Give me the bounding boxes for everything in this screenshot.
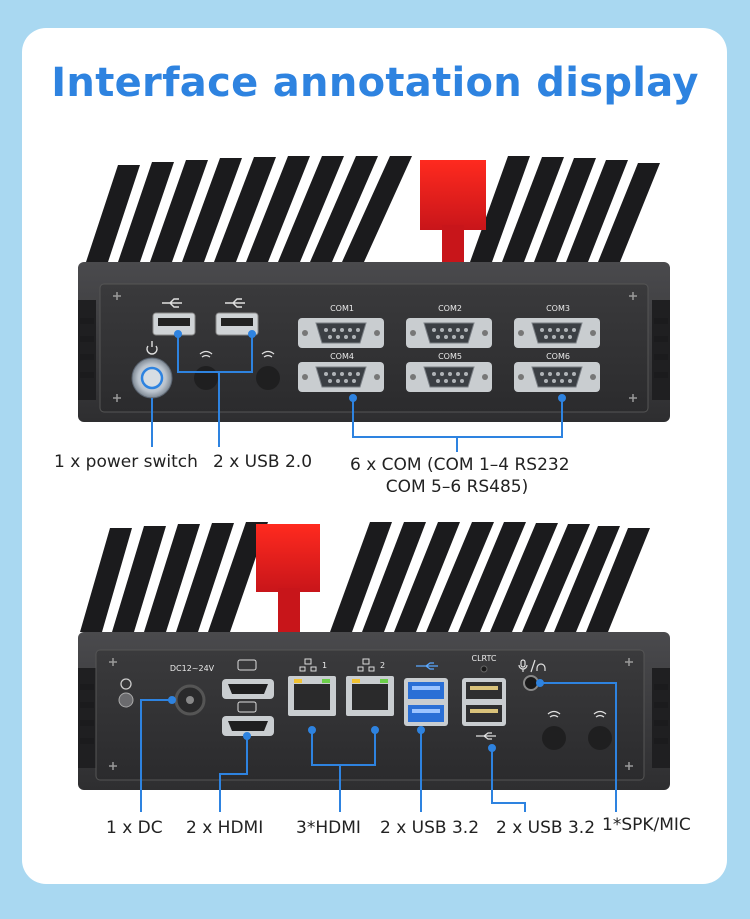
usb-icon [162, 298, 245, 308]
dc-label: 1 x DC [106, 818, 163, 838]
usb32-blue-ports [404, 662, 448, 726]
ground-terminal [118, 678, 134, 708]
lan2-number: 2 [380, 661, 385, 670]
wifi-icon [199, 350, 275, 358]
mic-headphone-icon [518, 659, 546, 673]
power-switch-label: 1 x power switch [54, 452, 198, 472]
lan1-number: 1 [322, 661, 327, 670]
rear-heatsink-fins [80, 522, 650, 632]
dc-voltage-label: DC12~24V [170, 664, 215, 673]
usb-icon [476, 732, 496, 740]
audio-label: 1*SPK/MIC [602, 815, 691, 835]
rear-device: DC12~24V 1 2 [78, 522, 670, 812]
audio-jack [518, 659, 546, 691]
com5-label: COM5 [438, 352, 462, 361]
front-device: COM1 COM2 COM3 COM4 COM5 COM6 [78, 156, 670, 452]
rear-antenna-ports [542, 710, 612, 750]
usb-ss-icon [416, 662, 438, 670]
power-button [131, 341, 173, 399]
network-icon [299, 658, 375, 672]
com-label-line2: COM 5–6 RS485) [385, 477, 529, 497]
front-red-accent [420, 160, 486, 273]
usb32-label-a: 2 x USB 3.2 [380, 818, 480, 838]
hdmi-ports [222, 659, 274, 736]
front-usb2-ports [152, 298, 259, 336]
front-heatsink-fins [86, 156, 660, 262]
front-callout-lines [151, 330, 566, 452]
clrtc-button: CLRTC [471, 654, 497, 673]
power-icon [146, 341, 158, 355]
rear-red-accent [256, 524, 320, 632]
lan-label: 3*HDMI [296, 818, 361, 838]
com-label-line1: 6 x COM (COM 1–4 RS232 [350, 455, 570, 475]
usb32-label-b: 2 x USB 3.2 [496, 818, 596, 838]
com3-label: COM3 [546, 304, 570, 313]
com2-label: COM2 [438, 304, 462, 313]
wifi-icon [547, 710, 607, 718]
rear-callout-lines [140, 679, 617, 812]
usb32-dark-ports [462, 678, 506, 740]
clrtc-label: CLRTC [471, 654, 496, 663]
hdmi-label: 2 x HDMI [186, 818, 264, 838]
front-com-ports: COM1 COM2 COM3 COM4 COM5 COM6 [298, 304, 600, 392]
com6-label: COM6 [546, 352, 570, 361]
page-title: Interface annotation display [51, 60, 699, 106]
usb2-label: 2 x USB 2.0 [213, 452, 313, 472]
com4-label: COM4 [330, 352, 354, 361]
lan-ports: 1 2 [288, 658, 394, 716]
com1-label: COM1 [330, 304, 354, 313]
